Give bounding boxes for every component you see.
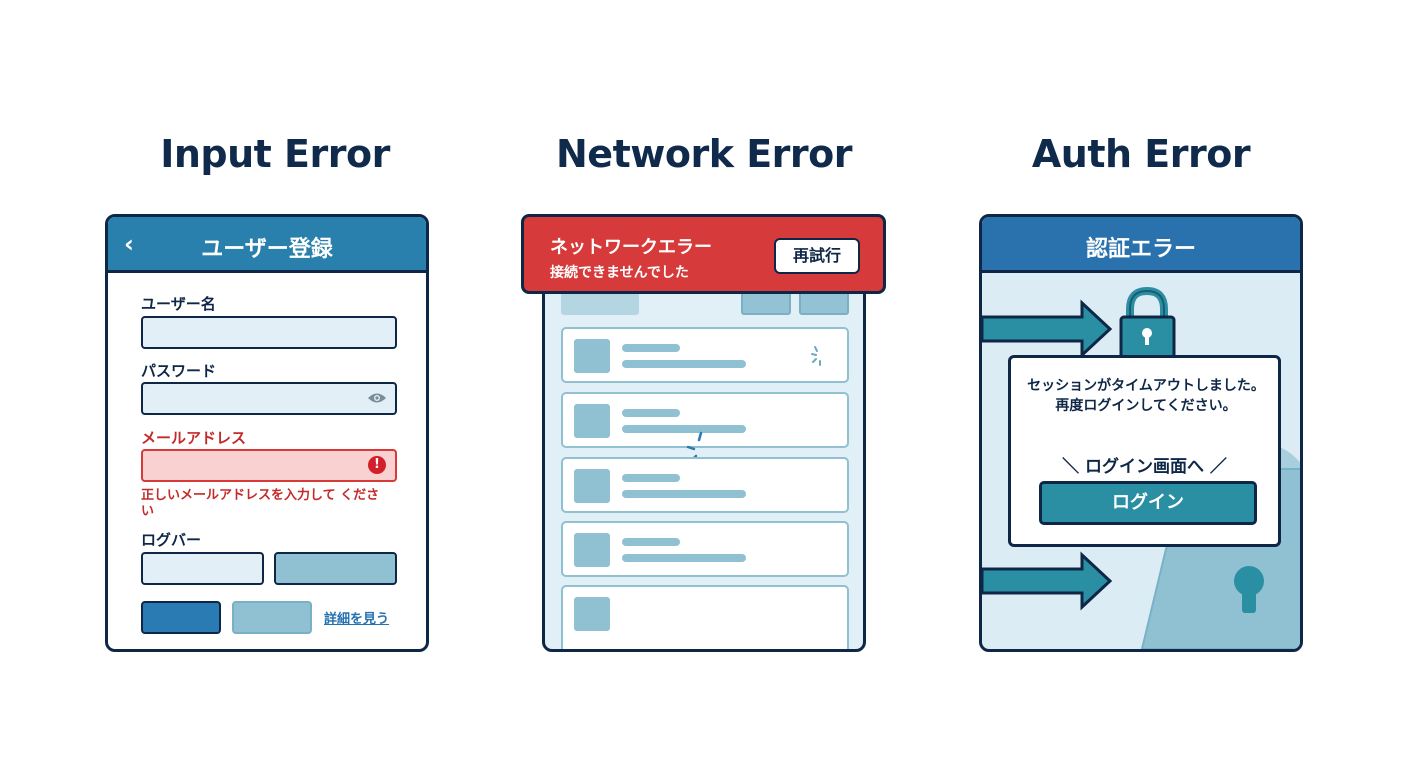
text-placeholder — [622, 425, 746, 433]
thumbnail-placeholder — [574, 404, 610, 438]
text-placeholder — [622, 360, 746, 368]
arrow-icon — [982, 551, 1113, 611]
dialog-message: セッションがタイムアウトしました。 再度ログインしてください。 — [1027, 378, 1265, 414]
input-error-panel: ‹ ユーザー登録 ユーザー名 パスワード メールアドレス ! 正しいメールアドレ… — [105, 214, 429, 652]
username-label: ユーザー名 — [141, 295, 216, 313]
secondary-button[interactable] — [232, 601, 312, 634]
registration-header: ‹ ユーザー登録 — [108, 217, 426, 273]
password-input[interactable] — [141, 382, 397, 415]
thumbnail-placeholder — [574, 533, 610, 567]
auth-error-panel: 認証エラー セッションがタイムアウトしました。 再度ログインしてください。 ＼ … — [979, 214, 1303, 652]
thumbnail-placeholder — [574, 597, 610, 631]
email-input[interactable]: ! — [141, 449, 397, 482]
list-item[interactable] — [561, 457, 849, 513]
network-content-panel — [542, 262, 866, 652]
network-error-title: Network Error — [556, 132, 852, 176]
text-placeholder — [622, 409, 680, 417]
alert-icon: ! — [368, 456, 386, 474]
registration-title: ユーザー登録 — [201, 237, 333, 262]
login-button[interactable]: ログイン — [1039, 481, 1257, 525]
email-label: メールアドレス — [141, 429, 247, 447]
retry-button[interactable]: 再試行 — [774, 238, 860, 274]
text-placeholder — [622, 344, 680, 352]
auth-header: 認証エラー — [982, 217, 1300, 273]
text-placeholder — [622, 538, 680, 546]
text-placeholder — [622, 554, 746, 562]
spinner-icon — [811, 346, 821, 366]
banner-subtitle: 接続できませんでした — [550, 265, 689, 281]
auth-error-title: Auth Error — [1031, 132, 1251, 176]
text-placeholder — [622, 474, 680, 482]
banner-title: ネットワークエラー — [550, 237, 712, 258]
eye-icon[interactable] — [367, 391, 387, 405]
lock-icon — [1119, 286, 1176, 363]
option-field-left[interactable] — [141, 552, 264, 585]
username-input[interactable] — [141, 316, 397, 349]
auth-title: 認証エラー — [1085, 237, 1196, 262]
extra-label: ログバー — [141, 531, 202, 549]
input-error-title: Input Error — [160, 132, 390, 176]
text-placeholder — [622, 490, 746, 498]
option-field-right[interactable] — [274, 552, 397, 585]
password-label: パスワード — [141, 362, 217, 380]
arrow-icon — [982, 299, 1113, 359]
primary-button[interactable] — [141, 601, 221, 634]
list-item[interactable] — [561, 585, 849, 649]
list-item[interactable] — [561, 327, 849, 383]
list-item[interactable] — [561, 521, 849, 577]
login-callout: ＼ ログイン画面へ ／ — [1062, 457, 1227, 477]
session-timeout-dialog: セッションがタイムアウトしました。 再度ログインしてください。 ＼ ログイン画面… — [1008, 355, 1281, 547]
thumbnail-placeholder — [574, 469, 610, 503]
thumbnail-placeholder — [574, 339, 610, 373]
detail-link[interactable]: 詳細を見う — [324, 612, 390, 627]
list-item[interactable] — [561, 392, 849, 448]
chevron-left-icon[interactable]: ‹ — [124, 230, 134, 258]
email-error-message: 正しいメールアドレスを入力して ください — [141, 488, 380, 519]
network-error-banner: ネットワークエラー 接続できませんでした 再試行 — [521, 214, 886, 294]
